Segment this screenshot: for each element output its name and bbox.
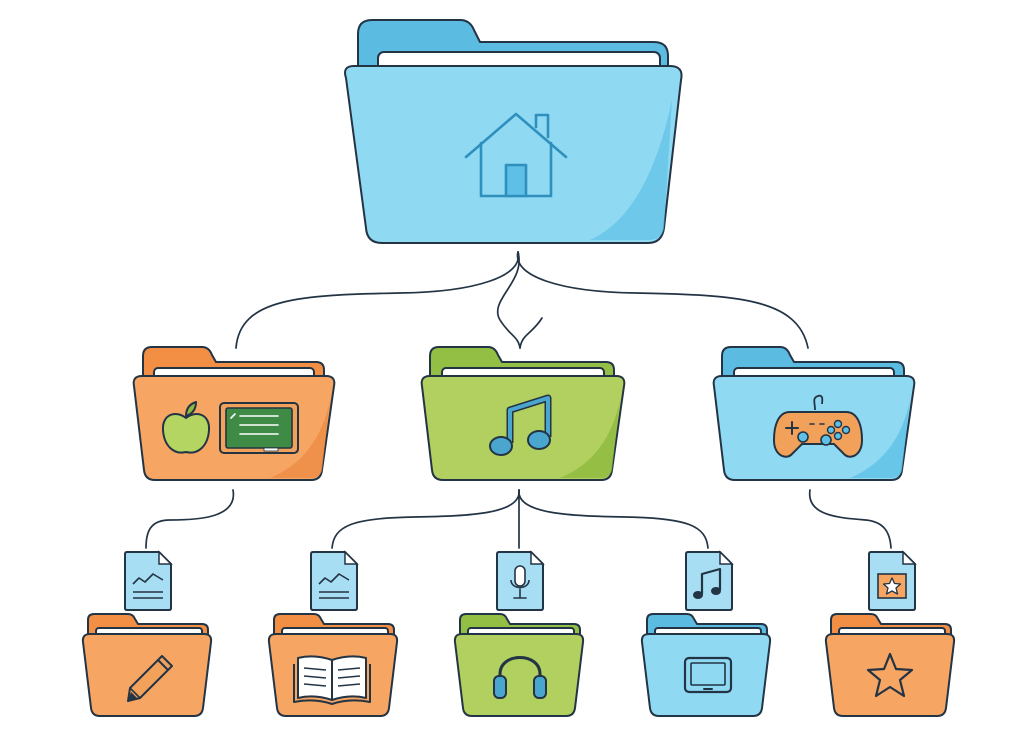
home-folder-shade: [590, 100, 672, 240]
connector-home-music: [496, 251, 521, 349]
chalkboard-icon: [219, 402, 299, 454]
favorites-folder[interactable]: [824, 613, 956, 717]
chart-document-icon: [310, 550, 359, 611]
games-folder-shade: [850, 400, 910, 478]
chart-document-icon: [124, 550, 173, 611]
video-folder[interactable]: [640, 613, 772, 717]
writing-folder[interactable]: [81, 613, 213, 717]
microphone-document-icon: [496, 550, 545, 611]
connector-music-right-arc: [519, 317, 543, 349]
star-icon: [866, 652, 914, 698]
connector-home-games: [516, 251, 809, 349]
gamepad-icon: [773, 394, 863, 458]
connector-school-writing: [145, 489, 235, 549]
apple-icon: [161, 401, 211, 454]
home-folder[interactable]: [344, 19, 683, 244]
connector-games-favorites: [809, 489, 892, 549]
school-folder-shade: [270, 400, 330, 478]
music-folder[interactable]: [420, 346, 626, 481]
house-icon: [464, 112, 568, 198]
tablet-icon: [683, 656, 733, 694]
star-document-icon: [868, 550, 917, 611]
music-folder-shade: [560, 400, 620, 478]
reading-folder[interactable]: [267, 613, 399, 717]
connectors: [145, 251, 892, 549]
audio-folder[interactable]: [453, 613, 585, 717]
pencil-icon: [127, 655, 173, 702]
connector-music-video: [518, 489, 709, 549]
music-note-icon: [489, 394, 552, 456]
connector-home-school: [235, 251, 520, 349]
connector-music-reading: [331, 489, 520, 549]
games-folder[interactable]: [712, 346, 916, 481]
headphones-icon: [493, 656, 547, 699]
school-folder[interactable]: [132, 346, 336, 481]
open-book-icon: [293, 655, 371, 705]
music-document-icon: [685, 550, 734, 611]
